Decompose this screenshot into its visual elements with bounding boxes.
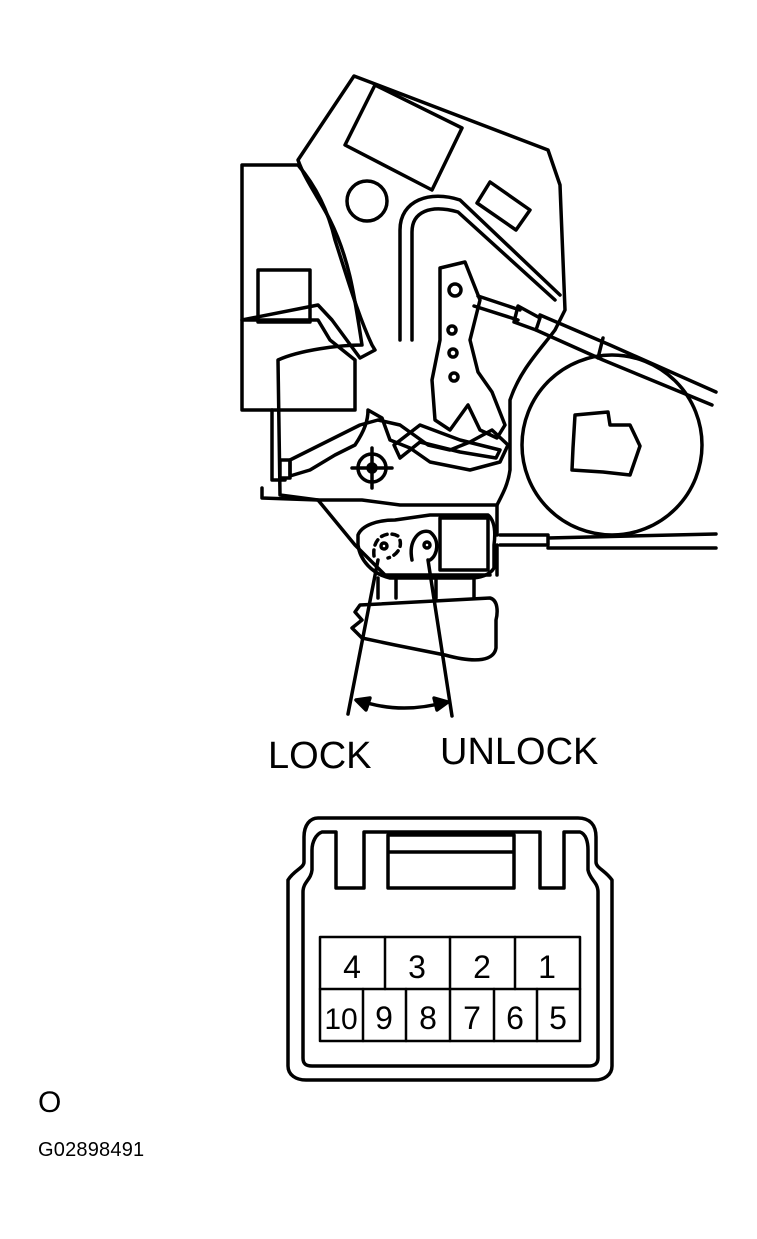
side-plate [240, 163, 377, 360]
side-plate-lower [240, 318, 357, 412]
arc-arrowhead-right [432, 696, 450, 712]
lever-hole [446, 324, 458, 336]
side-plate-edge [270, 408, 287, 482]
unlock-knob-dot [422, 540, 432, 550]
connector-key [386, 833, 516, 890]
figure-id: G02898491 [38, 1139, 145, 1161]
motor-housing [520, 353, 704, 537]
pin-label: 5 [549, 1000, 567, 1036]
pin-label: 2 [473, 949, 491, 985]
connector-shell [286, 816, 614, 1082]
base-rail [260, 486, 499, 577]
control-rod [472, 294, 522, 322]
arc-arrowhead-left [354, 696, 372, 712]
motor-square-shaft [570, 410, 642, 477]
latch-finger [392, 423, 502, 460]
pin-label: 7 [463, 1000, 481, 1036]
lock-knob-outline [372, 532, 403, 560]
lower-bracket [350, 596, 499, 662]
rod-clip [512, 304, 542, 332]
pin-label: 6 [506, 1000, 524, 1036]
pin-label: 9 [375, 1000, 393, 1036]
housing-window-small [475, 180, 532, 232]
unlock-direction-line [426, 558, 454, 718]
cable [498, 532, 718, 550]
unlock-knob-outline [409, 529, 439, 562]
switch-window [438, 516, 490, 572]
connector-inner [301, 830, 600, 1068]
rotation-arc [356, 698, 448, 710]
latch-end-tab [278, 458, 292, 480]
lever-pivot [447, 282, 463, 298]
latch-paw [288, 408, 510, 478]
lever-hole [447, 347, 459, 359]
lock-knob-dot [379, 541, 389, 551]
pin-label: 3 [408, 949, 426, 985]
housing-round-hole [345, 179, 389, 223]
pin-label: 8 [419, 1000, 437, 1036]
unlock-label: UNLOCK [440, 731, 599, 773]
connector-pin-grid [318, 935, 582, 1043]
pin-label: 10 [324, 1003, 357, 1036]
lock-label: LOCK [268, 735, 372, 777]
rod-sleeve [534, 313, 718, 407]
housing-window-square [343, 83, 464, 192]
lever-hole [448, 371, 460, 383]
corner-mark: O [38, 1086, 62, 1119]
actuator-lever [430, 260, 507, 440]
hook-channel [398, 194, 562, 342]
lower-tabs [376, 576, 476, 600]
lock-direction-line [346, 558, 380, 716]
side-plate-slot [256, 268, 312, 324]
pin-label: 1 [538, 949, 556, 985]
pin-label: 4 [343, 949, 361, 985]
latch-pivot-cross [350, 446, 394, 490]
